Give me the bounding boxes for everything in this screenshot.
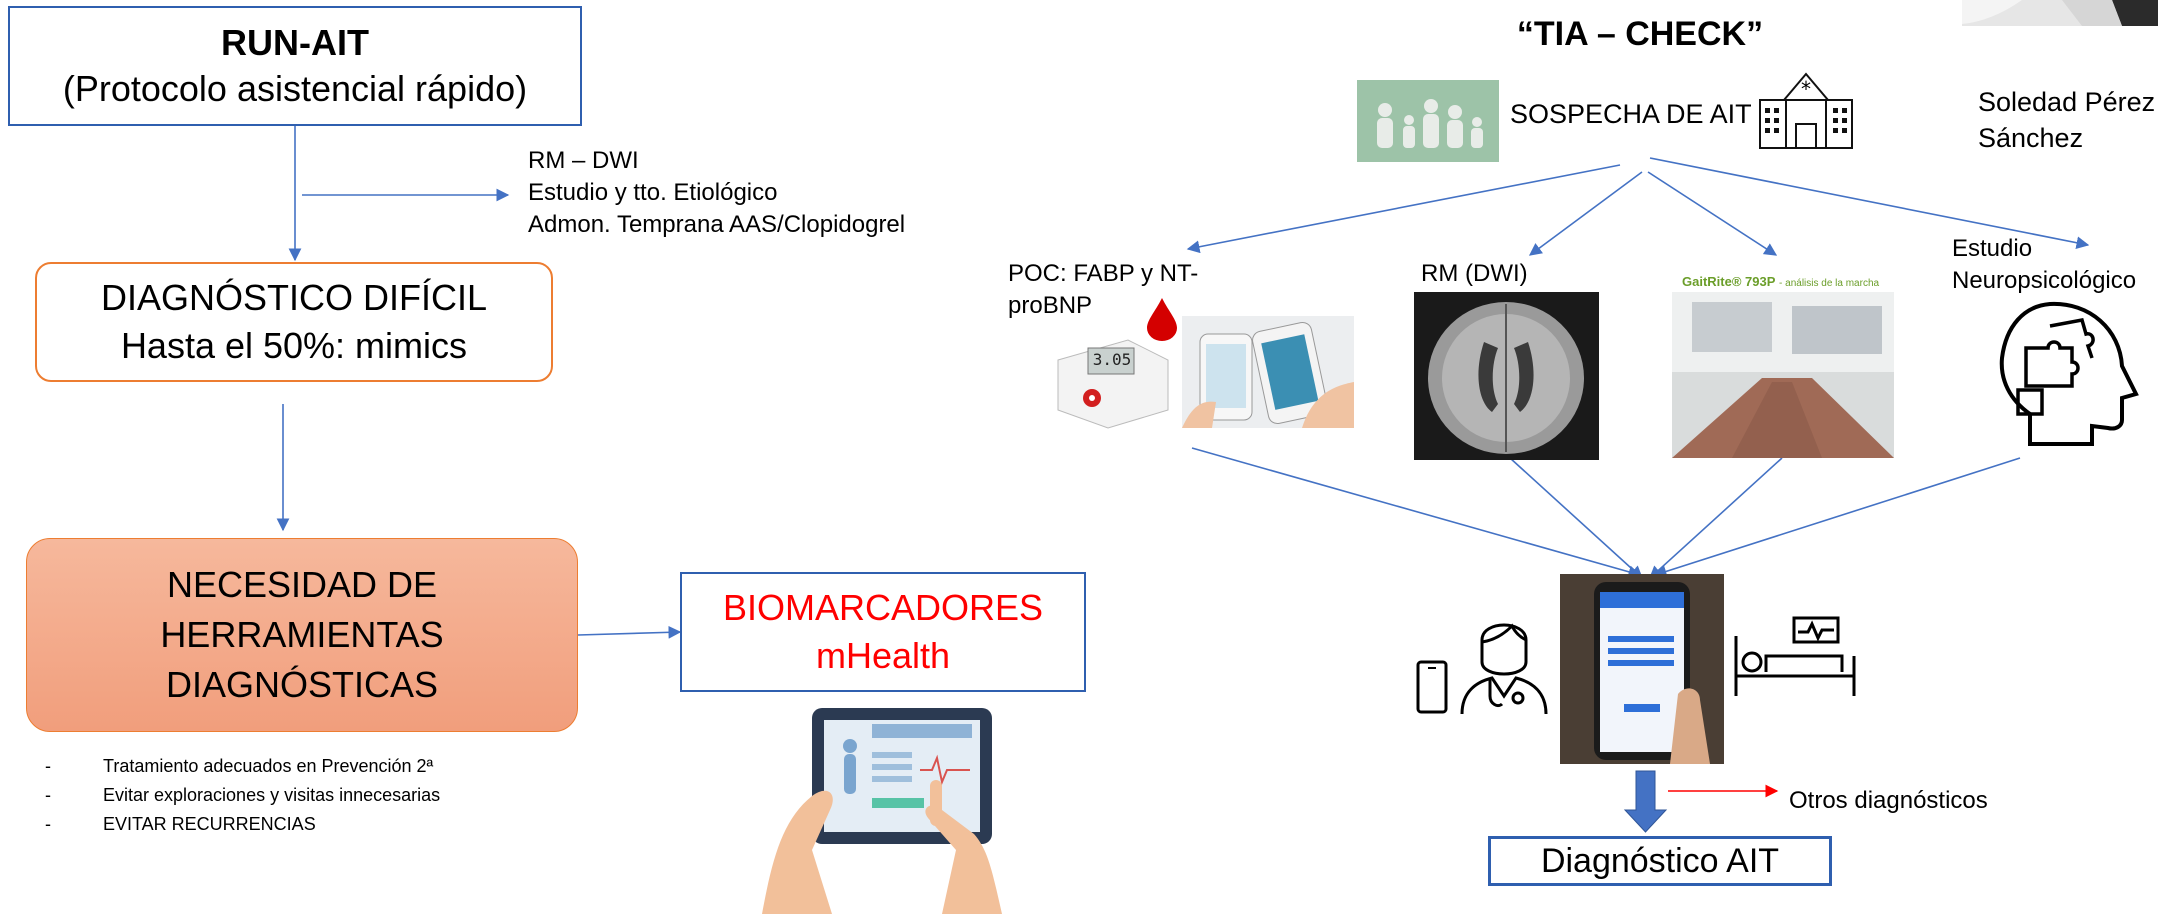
runait-box: RUN-AIT (Protocolo asistencial rápido) (8, 6, 582, 126)
poc-line2: proBNP (1008, 292, 1093, 319)
arrow-sospecha-to-estudio (1649, 157, 2090, 250)
poc-label: POC: FABP y NT- proBNP (1008, 258, 1198, 322)
dificil-line2: Hasta el 50%: mimics (120, 325, 468, 366)
necesidad-line1: NECESIDAD DE (166, 564, 438, 605)
poc-line1: POC: FABP y NT- (1008, 260, 1199, 287)
app-phone-photo (1560, 574, 1724, 764)
dificil-line1: DIAGNÓSTICO DIFÍCIL (100, 277, 488, 318)
diagnostico-ait-box: Diagnóstico AIT (1488, 836, 1832, 886)
gaitrite-sub: - análisis de la marcha (1779, 278, 1880, 289)
dificil-box: DIAGNÓSTICO DIFÍCIL Hasta el 50%: mimics (35, 262, 553, 382)
bullet-item: -Tratamiento adecuados en Prevención 2ª (45, 756, 434, 776)
branch-item: Estudio y tto. Etiológico (528, 179, 778, 206)
arrow-sospecha-to-rm (1528, 171, 1643, 256)
gaitrite-caption: GaitRite® 793P - análisis de la marcha (1682, 274, 1879, 292)
necesidad-box: NECESIDAD DE HERRAMIENTAS DIAGNÓSTICAS (26, 538, 578, 732)
block-arrow-down (1623, 770, 1668, 833)
tia-check-title: “TIA – CHECK” (1516, 15, 1764, 53)
arrow-estudio-to-app (1653, 457, 2021, 578)
biomarcadores-line1: BIOMARCADORES (722, 587, 1044, 628)
arrow-necesidad-to-biomarcadores (577, 625, 682, 639)
runait-title: RUN-AIT (221, 22, 369, 63)
gait-lab-image (1672, 292, 1894, 458)
hospital-icon: * (1759, 72, 1853, 149)
family-image (1357, 80, 1499, 162)
author-line2: Sánchez (1978, 123, 2084, 153)
arrow-gaitrite-to-app (1649, 457, 1783, 579)
author-line1: Soledad Pérez (1978, 87, 2156, 117)
arrow-poc-to-app (1191, 447, 1642, 579)
author-photo (1962, 0, 2158, 26)
svg-text:*: * (1801, 77, 1811, 101)
gaitrite-brand: GaitRite® 793P (1682, 274, 1776, 289)
arrow-rm-to-app (1509, 457, 1643, 579)
estudio-line1: Estudio (1952, 235, 2033, 262)
bullet-list: -Tratamiento adecuados en Prevención 2ª … (45, 752, 440, 839)
hospital-bed-patient-icon (1734, 616, 1856, 696)
necesidad-line2: HERRAMIENTAS (160, 614, 444, 655)
rm-label: RM (DWI) (1421, 260, 1528, 287)
poc-device-drawing (1057, 339, 1169, 429)
mri-brain-image (1414, 292, 1599, 460)
poc-device-image: 3.05 (1048, 320, 1178, 430)
arrow-sospecha-to-poc (1186, 164, 1621, 254)
diagnostico-ait-label: Diagnóstico AIT (1540, 842, 1780, 880)
poc-device-value: 3.05 (1092, 350, 1132, 369)
necesidad-line3: DIAGNÓSTICAS (165, 664, 439, 705)
runait-subtitle: (Protocolo asistencial rápido) (62, 68, 528, 109)
estudio-label: Estudio Neuropsicológico (1952, 233, 2136, 297)
sospecha-label: SOSPECHA DE AIT (1510, 99, 1752, 129)
branch-list: RM – DWI Estudio y tto. Etiológico Admon… (528, 145, 905, 241)
tablet-hands-illustration (762, 708, 1002, 914)
mobile-phone-icon (1416, 660, 1448, 714)
bullet-item: -EVITAR RECURRENCIAS (45, 814, 316, 834)
phone-hands-image (1182, 316, 1354, 428)
author-name: Soledad Pérez Sánchez (1978, 84, 2155, 156)
arrow-sospecha-to-gaitrite (1647, 171, 1778, 256)
blood-drop-icon (1147, 298, 1177, 341)
biomarcadores-box: BIOMARCADORES mHealth (680, 572, 1086, 692)
branch-item: RM – DWI (528, 147, 639, 174)
head-puzzle-icon (1999, 301, 2139, 446)
app-phone-drawing (1560, 574, 1724, 764)
doctor-icon (1460, 623, 1548, 715)
biomarcadores-line2: mHealth (815, 635, 951, 676)
bullet-item: -Evitar exploraciones y visitas innecesa… (45, 785, 441, 805)
estudio-line2: Neuropsicológico (1952, 267, 2137, 294)
otros-label: Otros diagnósticos (1789, 787, 1988, 814)
branch-item: Admon. Temprana AAS/Clopidogrel (528, 211, 906, 238)
